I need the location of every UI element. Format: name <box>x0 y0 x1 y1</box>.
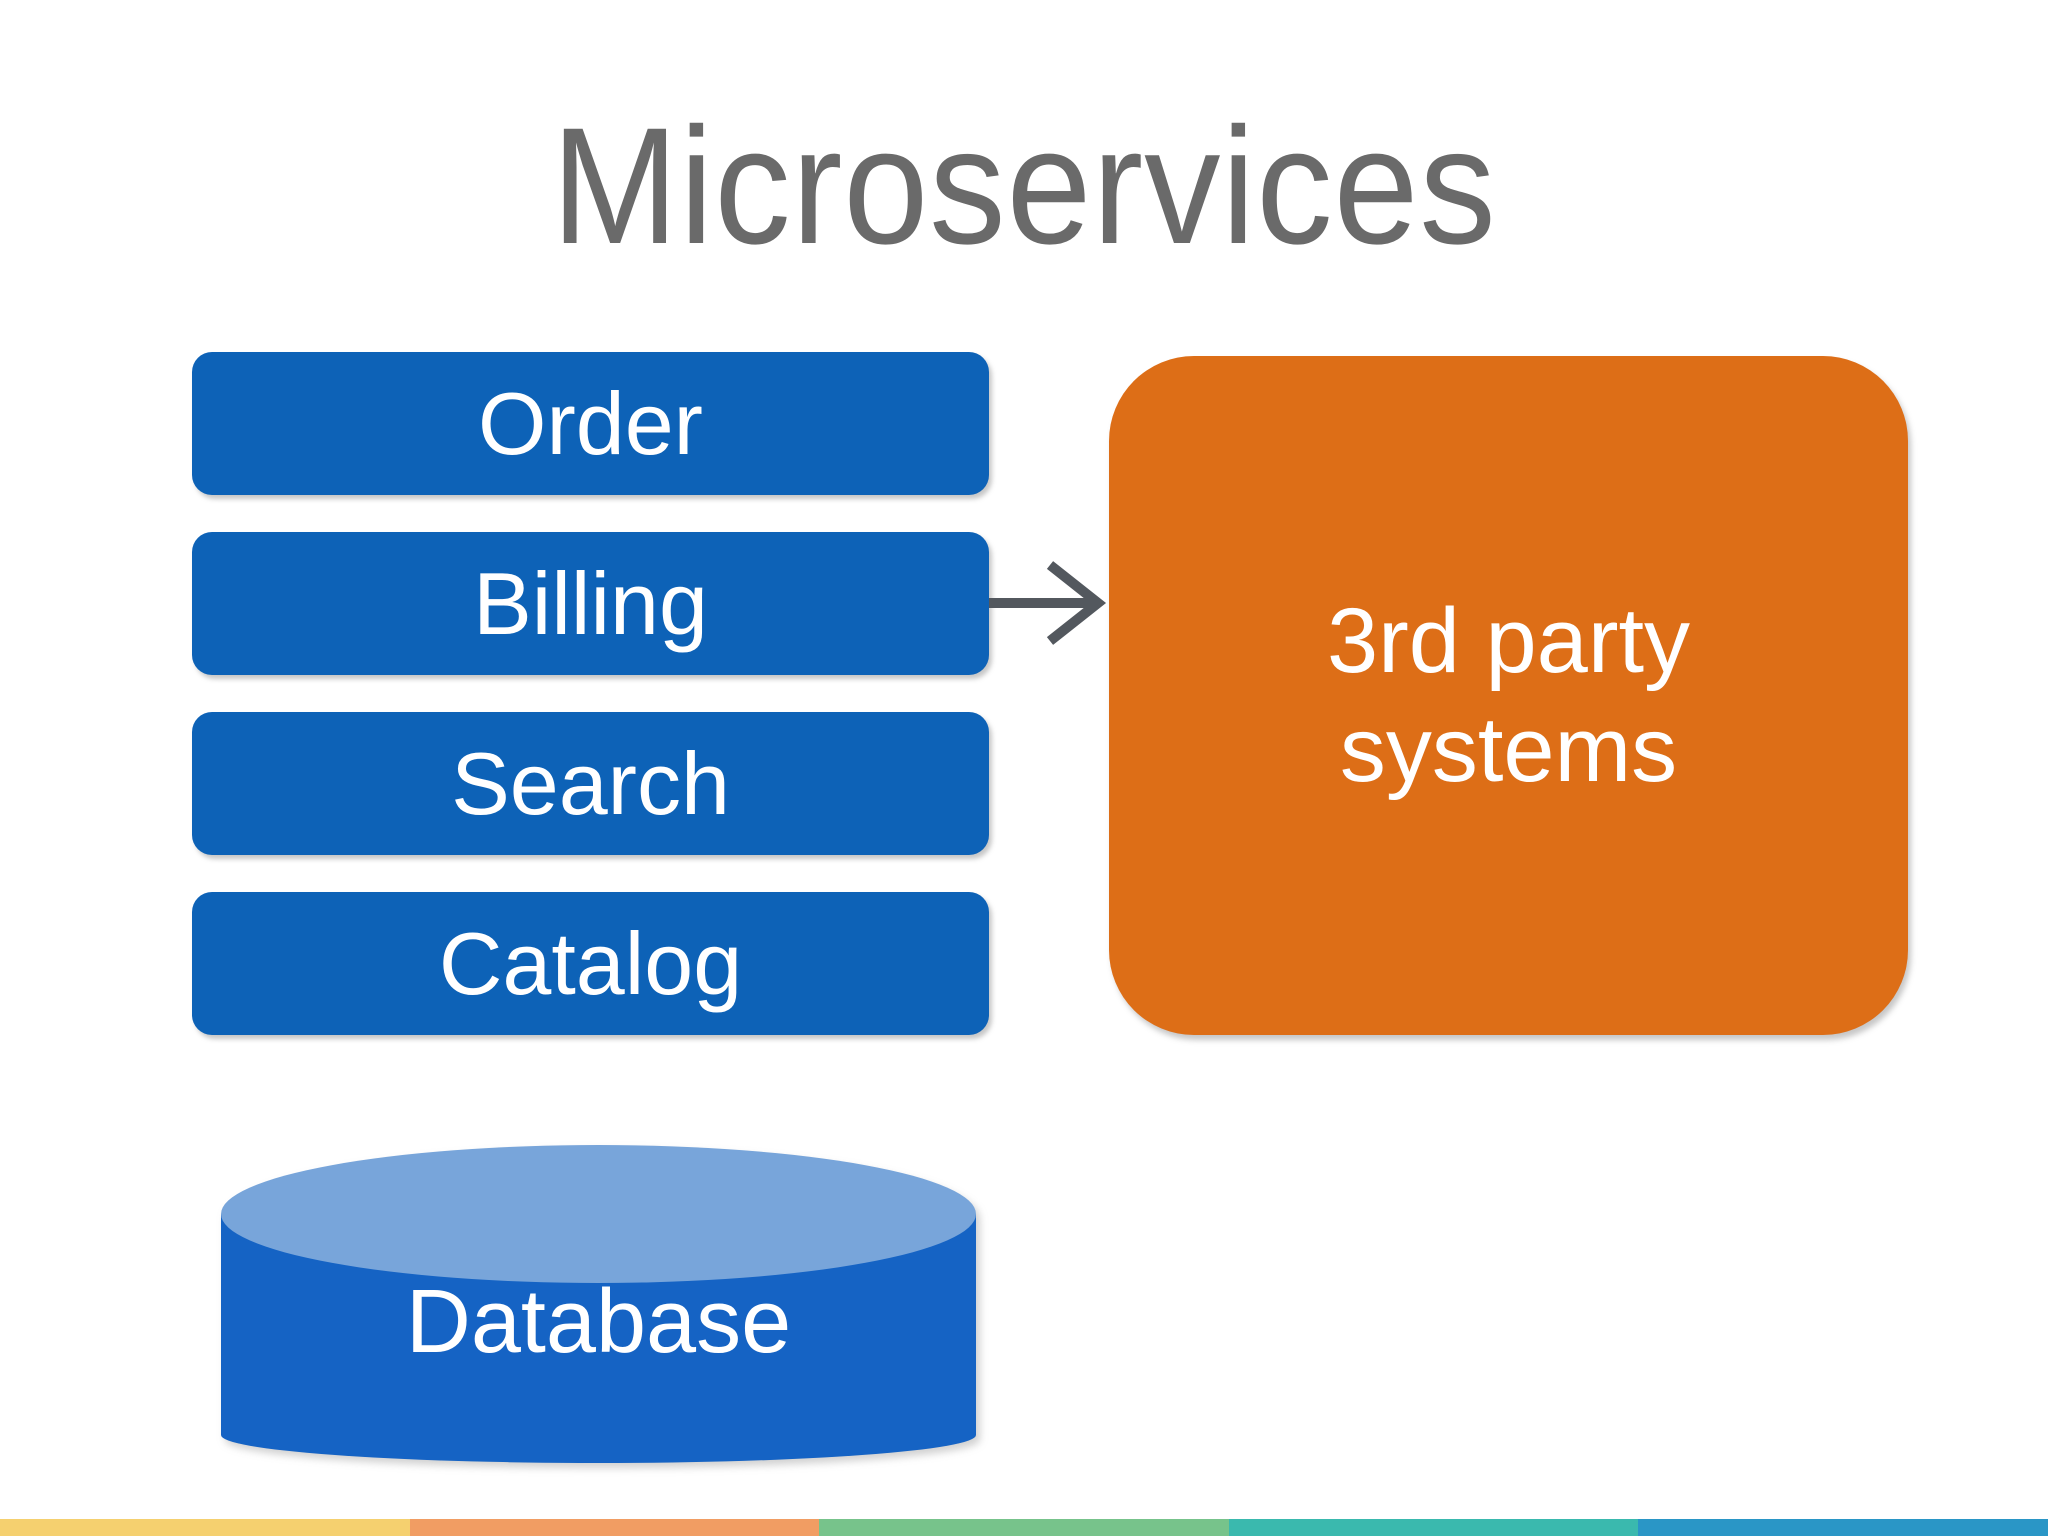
service-box-search: Search <box>192 712 989 855</box>
third-party-label: 3rd party systems <box>1326 589 1691 801</box>
footer-stripe <box>0 1519 2048 1536</box>
database-cylinder: Database <box>221 1145 976 1475</box>
third-party-systems-box: 3rd party systems <box>1109 356 1908 1035</box>
stripe-segment-green <box>819 1519 1229 1536</box>
service-box-order: Order <box>192 352 989 495</box>
database-cylinder-top-ellipse <box>221 1145 976 1283</box>
service-label-catalog: Catalog <box>438 913 743 1013</box>
service-box-catalog: Catalog <box>192 892 989 1035</box>
stripe-segment-yellow <box>0 1519 410 1536</box>
stripe-segment-orange <box>409 1519 820 1536</box>
stripe-segment-blue <box>1638 1519 2048 1536</box>
service-label-order: Order <box>478 373 703 473</box>
service-box-billing: Billing <box>192 532 989 675</box>
page-title: Microservices <box>551 94 1497 279</box>
database-label: Database <box>405 1272 792 1372</box>
arrow-shaft-and-head-icon <box>989 561 1107 645</box>
service-label-billing: Billing <box>473 553 708 653</box>
service-label-search: Search <box>451 733 730 833</box>
stripe-segment-teal <box>1228 1519 1639 1536</box>
